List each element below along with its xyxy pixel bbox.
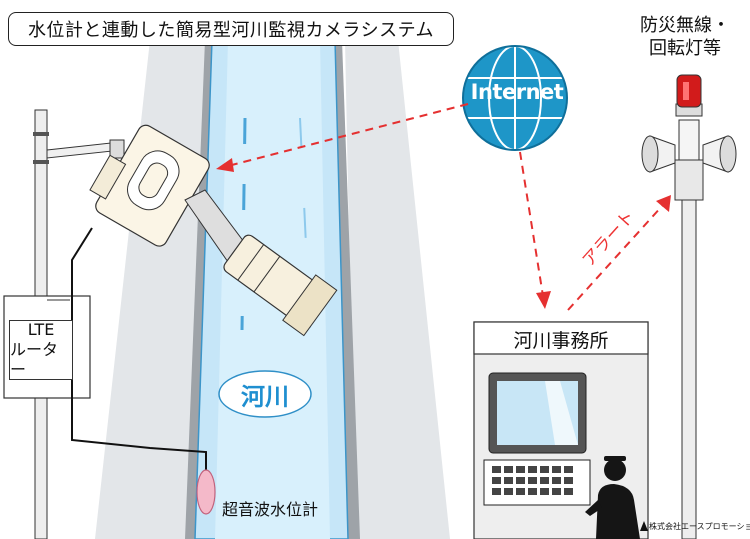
sensor-cable [71, 380, 207, 475]
siren-bracket [678, 119, 700, 161]
camera-lens [223, 234, 338, 337]
lte-router-line1: LTE [27, 320, 55, 339]
diagram-title: 水位計と連動した簡易型河川監視カメラシステム [8, 12, 454, 46]
arrow-internet-to-office [519, 151, 544, 297]
river-flow-mark [299, 117, 311, 331]
siren-mount [674, 159, 704, 201]
light-shine [683, 82, 689, 100]
credit-logo [640, 521, 648, 531]
siren-label: 防災無線・ 回転灯等 [630, 14, 740, 60]
road-right-edge [335, 40, 360, 539]
road-right-bank [345, 40, 450, 539]
office-label: 河川事務所 [513, 329, 609, 352]
camera-unit [89, 124, 210, 247]
screen-river [545, 381, 578, 445]
siren-pole [681, 199, 697, 539]
arrow-head-camera [216, 158, 234, 172]
river-label: 河川 [241, 382, 289, 411]
speaker-left-mouth [641, 135, 659, 173]
internet-label: Internet [470, 80, 564, 104]
siren-label-line2: 回転灯等 [649, 38, 721, 59]
arrow-head-office [536, 291, 551, 309]
pole-band-bottom [33, 160, 49, 164]
lte-router-label: LTE ルーター [9, 320, 73, 380]
siren-label-line1: 防災無線・ [640, 15, 730, 36]
internet-globe [462, 45, 568, 151]
ultrasonic-sensor [196, 469, 216, 515]
camera-cable [71, 227, 93, 322]
office-sign [473, 321, 649, 355]
sensor-label: 超音波水位計 [222, 500, 319, 519]
operator-person [585, 456, 640, 539]
camera-arm-bracket [109, 139, 125, 159]
credit-text: 株式会社エースプロモーション [649, 522, 750, 531]
keyboard-keys [492, 466, 573, 495]
lte-router-line2: ルーター [10, 340, 59, 379]
river-label-bubble [218, 370, 312, 418]
pole-band-top [33, 132, 49, 136]
arrow-head-siren [656, 195, 671, 212]
arrow-office-to-siren [567, 204, 664, 311]
speaker-right-mouth [719, 135, 737, 173]
